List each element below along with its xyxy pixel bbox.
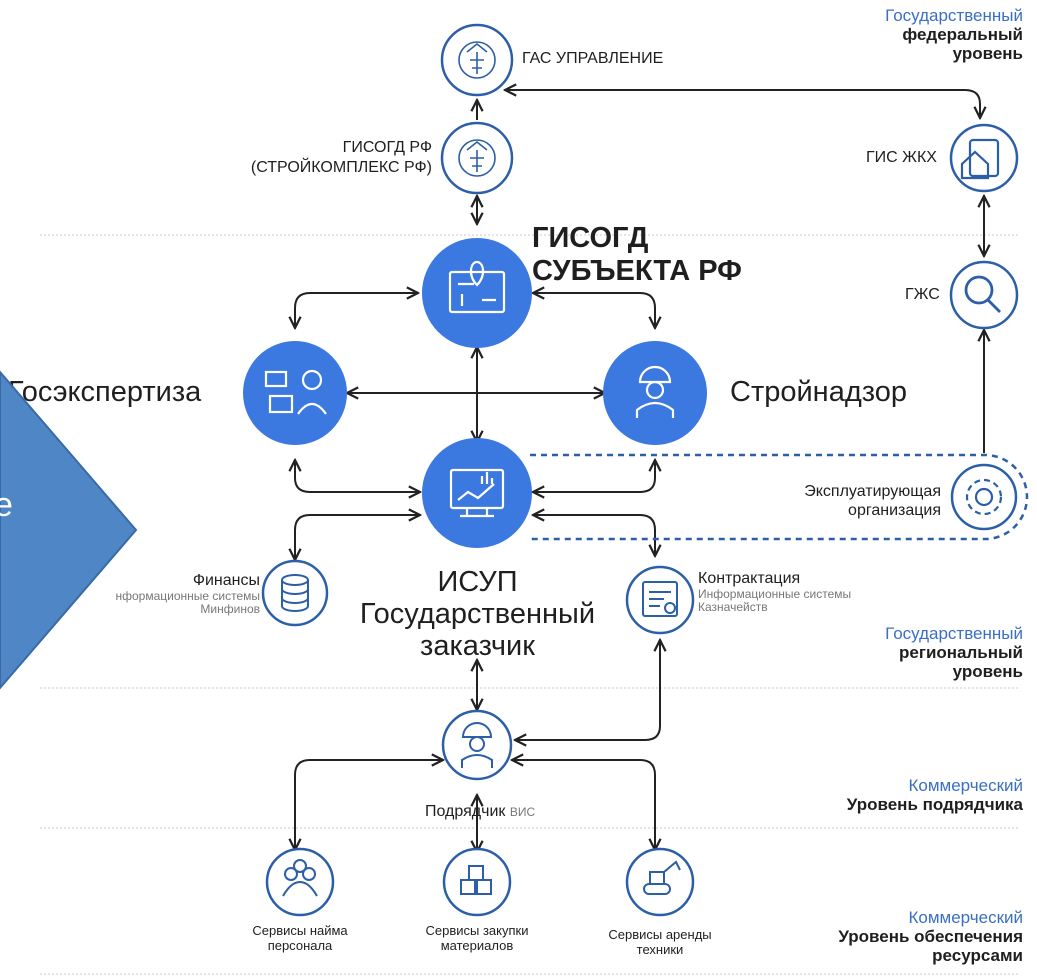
arrow-contract-contractor <box>515 640 660 740</box>
level-resources-kind: Коммерческий <box>908 908 1023 927</box>
level-federal-line2: уровень <box>952 44 1023 63</box>
gzhs-label: ГЖС <box>905 286 940 303</box>
buy-line1: Сервисы закупки <box>425 923 529 938</box>
finance-sub1: нформационные системы <box>115 589 260 603</box>
level-regional-line1: региональный <box>899 643 1023 662</box>
level-regional: Государственный региональный уровень <box>885 624 1023 681</box>
gisogd-subject-label: ГИСОГД СУБЪЕКТА РФ <box>532 222 742 288</box>
isup-line2: Государственный <box>359 598 596 630</box>
level-resources-line2: ресурсами <box>932 946 1023 965</box>
outline-circles <box>261 23 1019 917</box>
arrow-gosexp-isup <box>295 460 420 492</box>
rent-line1: Сервисы аренды <box>608 927 712 942</box>
emblem-icon <box>458 139 496 177</box>
level-federal-line1: федеральный <box>902 25 1023 44</box>
contract-title: Контрактация <box>698 570 801 587</box>
expert-icon <box>264 369 327 415</box>
level-resources-line1: Уровень обеспечения <box>838 927 1023 946</box>
people-icon <box>282 859 318 897</box>
contract-sub2: Казначейств <box>698 600 768 614</box>
overlay-text: е <box>0 486 13 524</box>
connectors <box>295 90 984 852</box>
operator-line2: организация <box>848 502 941 519</box>
arrow-stroy-isup <box>533 460 655 492</box>
worker-icon <box>461 722 493 768</box>
magnifier-icon <box>964 275 1001 313</box>
isup-line1: ИСУП <box>437 566 518 598</box>
boxes-icon <box>460 865 492 895</box>
excavator-icon <box>643 860 681 895</box>
certificate-icon <box>642 581 678 617</box>
level-contractor-kind: Коммерческий <box>908 776 1023 795</box>
arrow-isup-contract <box>533 515 655 556</box>
contractor-label: Подрядчик ВИС <box>425 803 535 821</box>
gis-zhkh-label: ГИС ЖКХ <box>866 149 937 166</box>
operator-line1: Эксплуатирующая <box>804 483 941 500</box>
level-contractor: Коммерческий Уровень подрядчика <box>847 776 1023 814</box>
gosexpertiza-label: Госэкспертиза <box>8 376 202 408</box>
contractor-title: Подрядчик <box>425 803 506 820</box>
filled-circles <box>243 238 707 548</box>
level-regional-line2: уровень <box>952 662 1023 681</box>
level-federal: Государственный федеральный уровень <box>885 6 1023 63</box>
gisogd-subject-line1: ГИСОГД <box>532 222 649 254</box>
dashboard-icon <box>449 468 505 518</box>
level-federal-kind: Государственный <box>885 6 1023 25</box>
contract-sub1: Информационные системы <box>698 587 852 601</box>
level-contractor-line1: Уровень подрядчика <box>846 795 1023 814</box>
buy-label: Сервисы закупки материалов <box>412 923 542 953</box>
database-icon <box>281 574 309 612</box>
finance-label: Финансы нформационные системы Минфинов <box>100 572 260 616</box>
finance-title: Финансы <box>192 572 260 589</box>
contract-label: Контрактация Информационные системы Казн… <box>698 570 851 614</box>
arrow-subj-stroy <box>533 293 655 328</box>
level-regional-kind: Государственный <box>885 624 1023 643</box>
arrow-subj-gosexp <box>295 293 418 328</box>
house-icon <box>960 138 1000 180</box>
arrow-contractor-rent <box>512 760 655 850</box>
finance-sub2: Минфинов <box>200 602 260 616</box>
rent-label: Сервисы аренды техники <box>598 927 722 957</box>
isup-line3: заказчик <box>420 630 535 662</box>
isup-label: ИСУП Государственный заказчик <box>335 566 620 662</box>
contractor-tag: ВИС <box>509 805 536 819</box>
arrow-isup-finance <box>295 515 420 560</box>
gisogd-subject-line2: СУБЪЕКТА РФ <box>532 255 742 287</box>
gisogd-rf-line1: ГИСОГД РФ <box>342 139 432 156</box>
hire-label: Сервисы найма персонала <box>240 923 360 953</box>
hire-line1: Сервисы найма <box>252 923 348 938</box>
emblem-icon <box>458 41 496 79</box>
arrow-contractor-hire <box>295 760 443 850</box>
overlay-arrow-shape <box>0 370 138 690</box>
gear-icon <box>965 478 1003 516</box>
hire-line2: персонала <box>267 938 333 953</box>
buy-line2: материалов <box>440 938 514 953</box>
operator-dashed-link <box>530 453 1029 541</box>
map-pin-icon <box>448 260 506 314</box>
stroynadzor-label: Стройнадзор <box>730 376 907 408</box>
gas-label: ГАС УПРАВЛЕНИЕ <box>522 50 664 67</box>
gisogd-rf-line2: (СТРОЙКОМПЛЕКС РФ) <box>250 159 432 176</box>
arrow-gas-giszhkh <box>505 90 980 118</box>
rent-line2: техники <box>636 942 684 957</box>
inspector-icon <box>635 365 675 418</box>
gisogd-rf-label: ГИСОГД РФ (СТРОЙКОМПЛЕКС РФ) <box>220 138 432 178</box>
level-resources: Коммерческий Уровень обеспечения ресурса… <box>838 908 1023 965</box>
operator-label: Эксплуатирующая организация <box>735 482 941 520</box>
